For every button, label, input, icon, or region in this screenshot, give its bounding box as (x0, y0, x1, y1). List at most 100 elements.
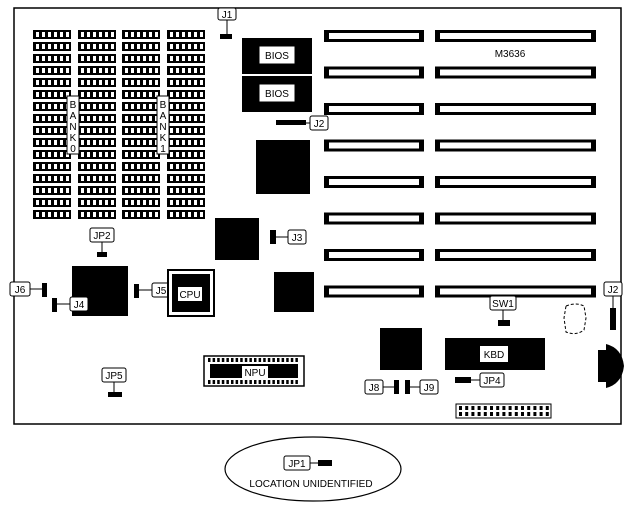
simm-sockets (33, 30, 205, 219)
simm-socket-1-0 (78, 30, 116, 39)
slot-long-5 (435, 212, 596, 225)
cpu-socket: CPU (167, 269, 215, 317)
svg-text:JP1: JP1 (288, 459, 306, 470)
svg-text:J2: J2 (314, 119, 325, 130)
simm-socket-1-14 (78, 198, 116, 207)
svg-text:SW1: SW1 (492, 299, 514, 310)
bios-chip-top: BIOS (242, 38, 312, 74)
simm-socket-0-11 (33, 162, 71, 171)
svg-text:J8: J8 (369, 383, 380, 394)
simm-socket-1-3 (78, 66, 116, 75)
chipset-chip-3 (274, 272, 314, 312)
svg-text:BIOS: BIOS (265, 51, 289, 62)
j4-jumper: J4 (52, 296, 89, 312)
simm-socket-0-3 (33, 66, 71, 75)
slot-short-3 (324, 139, 424, 152)
simm-socket-2-15 (122, 210, 160, 219)
j2-connector-right: J2 (603, 281, 623, 330)
j9-jumper: J9 (405, 379, 439, 395)
simm-socket-3-8 (167, 126, 205, 135)
simm-socket-3-15 (167, 210, 205, 219)
jp5-jumper: JP5 (101, 367, 127, 397)
svg-text:JP2: JP2 (93, 231, 111, 242)
slot-long-3 (435, 139, 596, 152)
simm-socket-2-14 (122, 198, 160, 207)
simm-socket-1-11 (78, 162, 116, 171)
svg-text:J6: J6 (15, 285, 26, 296)
j1-jumper: J1 (217, 7, 237, 39)
slot-long-6 (435, 249, 596, 261)
location-note-ellipse (224, 436, 402, 502)
simm-socket-3-3 (167, 66, 205, 75)
simm-socket-3-7 (167, 114, 205, 123)
simm-socket-3-4 (167, 78, 205, 87)
jp1-jumper: JP1 (283, 455, 332, 471)
simm-socket-1-8 (78, 126, 116, 135)
simm-socket-2-0 (122, 30, 160, 39)
svg-text:CPU: CPU (179, 290, 200, 301)
expansion-slots (324, 30, 596, 298)
jp2-jumper: JP2 (89, 227, 115, 257)
simm-socket-2-3 (122, 66, 160, 75)
svg-text:J9: J9 (424, 383, 435, 394)
chipset-chip-1 (256, 140, 310, 194)
simm-socket-1-7 (78, 114, 116, 123)
simm-socket-1-1 (78, 42, 116, 51)
simm-socket-0-5 (33, 90, 71, 99)
bios-chip-bottom: BIOS (242, 76, 312, 112)
simm-socket-0-8 (33, 126, 71, 135)
simm-socket-0-2 (33, 54, 71, 63)
slot-long-1 (435, 66, 596, 79)
jp4-jumper: JP4 (455, 372, 505, 388)
pin-header-bottom (455, 403, 552, 419)
simm-socket-1-6 (78, 102, 116, 111)
simm-socket-3-13 (167, 186, 205, 195)
simm-socket-2-9 (122, 138, 160, 147)
simm-socket-2-13 (122, 186, 160, 195)
simm-socket-1-10 (78, 150, 116, 159)
svg-text:NPU: NPU (244, 368, 265, 379)
simm-socket-0-14 (33, 198, 71, 207)
simm-socket-3-14 (167, 198, 205, 207)
svg-text:J5: J5 (156, 286, 167, 297)
simm-socket-0-9 (33, 138, 71, 147)
simm-socket-3-2 (167, 54, 205, 63)
simm-socket-0-1 (33, 42, 71, 51)
j3-jumper: J3 (270, 229, 307, 245)
simm-socket-2-2 (122, 54, 160, 63)
slot-short-6 (324, 249, 424, 261)
simm-socket-1-13 (78, 186, 116, 195)
simm-socket-0-7 (33, 114, 71, 123)
simm-socket-1-5 (78, 90, 116, 99)
simm-socket-2-6 (122, 102, 160, 111)
slot-short-4 (324, 176, 424, 188)
slot-long-2 (435, 103, 596, 115)
svg-text:JP5: JP5 (105, 371, 123, 382)
j2-connector-mid: J2 (276, 115, 329, 131)
simm-socket-0-0 (33, 30, 71, 39)
slot-short-2 (324, 103, 424, 115)
simm-socket-0-13 (33, 186, 71, 195)
npu-socket: NPU (203, 355, 305, 387)
svg-text:J2: J2 (608, 285, 619, 296)
simm-socket-3-12 (167, 174, 205, 183)
location-note-text: LOCATION UNIDENTIFIED (249, 479, 372, 490)
svg-text:JP4: JP4 (483, 376, 501, 387)
chipset-chip-2 (215, 218, 259, 260)
slot-short-7 (324, 285, 424, 298)
simm-socket-2-11 (122, 162, 160, 171)
simm-socket-3-9 (167, 138, 205, 147)
slot-short-1 (324, 66, 424, 79)
simm-socket-2-4 (122, 78, 160, 87)
board-model-label: M3636 (495, 49, 526, 60)
slot-long-7 (435, 285, 596, 298)
svg-text:J4: J4 (74, 300, 85, 311)
simm-socket-3-5 (167, 90, 205, 99)
simm-socket-2-8 (122, 126, 160, 135)
simm-socket-2-1 (122, 42, 160, 51)
slot-long-4 (435, 176, 596, 188)
